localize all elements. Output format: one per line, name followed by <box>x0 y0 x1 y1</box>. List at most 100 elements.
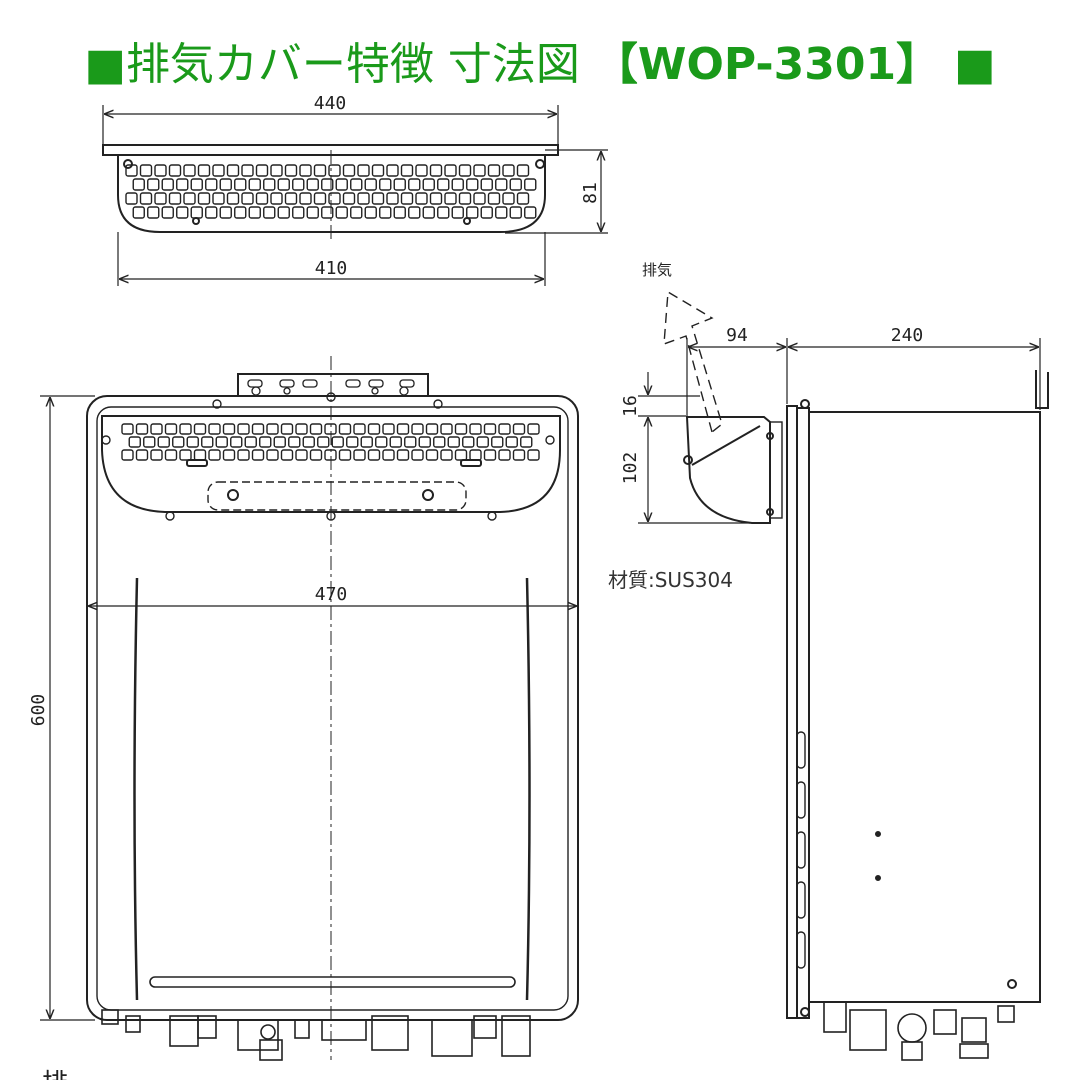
grille-slot <box>197 192 211 205</box>
grille-slot <box>524 206 537 219</box>
grille-slot <box>208 423 221 435</box>
grille-slot <box>150 449 163 461</box>
dim-600 <box>40 395 95 1021</box>
grille-slot <box>125 192 138 205</box>
grille-slot <box>353 423 366 435</box>
grille-slot <box>248 178 261 191</box>
grille-slot <box>454 449 468 461</box>
grille-slot <box>280 423 294 435</box>
grille-slot <box>234 206 247 219</box>
grille-slot <box>215 436 228 448</box>
dim-label-600: 600 <box>28 694 49 727</box>
grille-slot <box>135 423 149 435</box>
grille-slot <box>451 178 464 191</box>
grille-slot <box>512 423 526 435</box>
grille-slot <box>498 449 511 461</box>
footer-text-partial: 排 <box>42 1069 68 1080</box>
grille-slot <box>270 192 283 205</box>
grille-slot <box>168 164 182 177</box>
grille-slot <box>512 449 526 461</box>
grille-slot <box>411 449 424 461</box>
dim-94 <box>686 338 788 416</box>
page-title: ■排気カバー特徴 寸法図 【WOP-3301】 ■ <box>0 28 1080 92</box>
grille-slot <box>451 206 464 219</box>
grille-slot <box>143 436 156 448</box>
grille-slot <box>317 436 330 448</box>
grille-slot <box>462 436 475 448</box>
grille-slot <box>157 436 170 448</box>
grille-slot <box>360 436 373 448</box>
grille-slot <box>193 449 207 461</box>
grille-slot <box>179 449 192 461</box>
grille-slot <box>502 164 515 177</box>
grille-slot <box>226 164 240 177</box>
grille-slot <box>382 449 395 461</box>
dim-410 <box>117 232 546 286</box>
grille-slot <box>335 178 348 191</box>
grille-slot <box>379 178 392 191</box>
grille-slot <box>480 178 493 191</box>
grille-slot <box>313 192 327 205</box>
grille-slot <box>132 206 145 219</box>
grille-slot <box>292 206 305 219</box>
grille-slot <box>524 178 537 191</box>
grille-slot <box>132 178 145 191</box>
grille-slot <box>212 164 225 177</box>
grille-slot <box>302 436 315 448</box>
title-text: 排気カバー特徴 寸法図 <box>125 39 594 90</box>
grille-slot <box>219 206 232 219</box>
grille-slot <box>208 449 221 461</box>
grille-slot <box>306 178 319 191</box>
grille-slot <box>408 178 421 191</box>
grille-slot <box>433 436 446 448</box>
grille-slot <box>292 178 305 191</box>
grille-slot <box>437 206 450 219</box>
grille-slot <box>440 449 453 461</box>
grille-slot <box>321 178 334 191</box>
grille-slot <box>454 423 468 435</box>
grille-slot <box>263 178 276 191</box>
grille-slot <box>201 436 214 448</box>
grille-slot <box>331 436 344 448</box>
grille-slot <box>364 178 377 191</box>
grille-slot <box>295 449 308 461</box>
title-model: 【WOP-3301】 <box>593 39 941 90</box>
grille-slot <box>400 164 414 177</box>
grille-slot <box>205 206 218 219</box>
grille-slot <box>139 192 153 205</box>
dim-label-240: 240 <box>891 325 924 346</box>
grille-slot <box>288 436 301 448</box>
grille-slot <box>161 178 174 191</box>
grille-slot <box>277 206 290 219</box>
grille-slot <box>255 164 269 177</box>
grille-slot <box>516 192 530 205</box>
grille-slot <box>270 164 283 177</box>
dim-label-440: 440 <box>314 93 347 114</box>
dim-label-102: 102 <box>620 452 641 485</box>
grille-slot <box>266 449 279 461</box>
grille-slot <box>411 423 424 435</box>
grille-slot <box>139 164 153 177</box>
grille-slot <box>505 436 518 448</box>
grille-slot <box>364 206 377 219</box>
grille-slot <box>161 206 174 219</box>
side-view <box>663 290 1049 1061</box>
grille-slot <box>357 192 370 205</box>
grille-slot <box>176 206 189 219</box>
grille-slot <box>172 436 185 448</box>
grille-slot <box>154 164 167 177</box>
grille-slot <box>237 423 250 435</box>
grille-slot <box>396 449 410 461</box>
grille-slot <box>237 449 250 461</box>
grille-slot <box>255 192 269 205</box>
grille-slot <box>371 164 385 177</box>
grille-slot <box>353 449 366 461</box>
dim-label-410: 410 <box>315 258 348 279</box>
front-grille <box>121 423 540 461</box>
grille-slot <box>491 436 504 448</box>
grille-slot <box>473 192 486 205</box>
grille-slot <box>164 449 178 461</box>
grille-slot <box>422 178 435 191</box>
grille-slot <box>516 164 530 177</box>
grille-slot <box>150 423 163 435</box>
